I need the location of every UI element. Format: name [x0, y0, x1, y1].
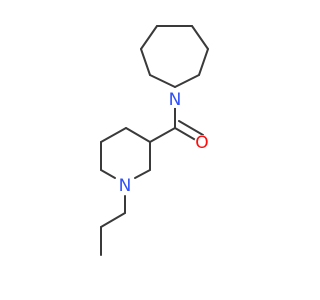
atom-carbonyl-oxygen: O — [194, 133, 210, 153]
bond — [178, 120, 204, 136]
atom-label: N — [169, 90, 182, 110]
bond — [134, 169, 151, 179]
bond — [100, 169, 116, 179]
atom-azepane-nitrogen: N — [167, 90, 183, 110]
bond — [149, 127, 176, 143]
azepane-ring — [140, 25, 209, 88]
bond — [149, 74, 176, 88]
atom-label: N — [119, 176, 132, 196]
atom-piperidine-nitrogen: N — [117, 176, 133, 196]
bond — [174, 74, 200, 88]
bond — [191, 25, 209, 50]
bond — [140, 48, 151, 76]
bond — [100, 127, 127, 143]
atom-label: O — [195, 133, 208, 153]
bond — [140, 25, 158, 50]
bond — [198, 48, 209, 76]
bond — [100, 212, 126, 228]
molecule-structure-diagram: N O N — [100, 25, 210, 256]
bond — [125, 127, 151, 143]
propyl-chain — [100, 195, 126, 256]
piperidine-ring — [100, 127, 151, 179]
